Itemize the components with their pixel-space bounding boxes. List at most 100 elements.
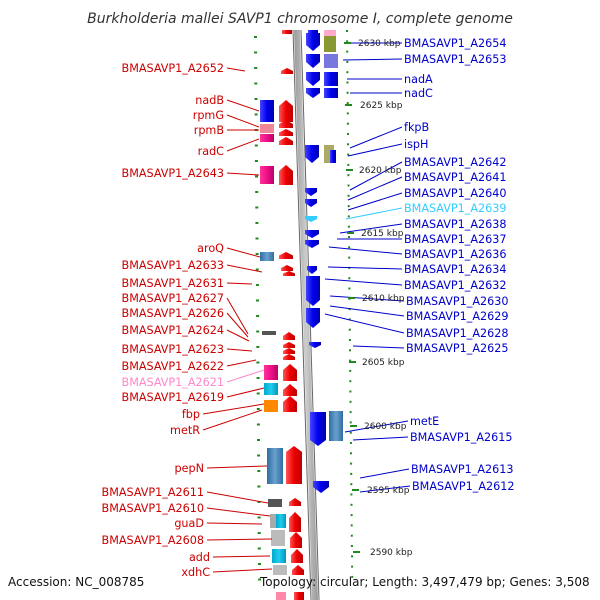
gene-label[interactable]: radC: [198, 145, 225, 158]
tick-dot: [256, 330, 260, 333]
kbp-tick: [349, 361, 356, 363]
gene-arrow-reverse: [290, 532, 302, 548]
kbp-tick: [345, 104, 352, 106]
gene-arrow-reverse: [283, 348, 295, 354]
map-title: Burkholderia mallei SAVP1 chromosome I, …: [87, 11, 513, 27]
gene-label[interactable]: aroQ: [197, 242, 224, 255]
tick-dot: [349, 421, 352, 424]
tick-dot: [255, 253, 259, 255]
gene-label[interactable]: BMASAVP1_A2611: [102, 486, 204, 499]
gene-label[interactable]: BMASAVP1_A2632: [404, 279, 506, 292]
gene-label[interactable]: BMASAVP1_A2625: [406, 342, 508, 355]
gene-label[interactable]: rpmG: [193, 109, 224, 122]
gene-label[interactable]: BMASAVP1_A2613: [411, 463, 513, 476]
gene-label[interactable]: ispH: [404, 138, 428, 151]
tick-dot: [347, 133, 349, 135]
gene-label[interactable]: xdhC: [181, 566, 210, 579]
leader-line: [226, 264, 263, 273]
gene-label[interactable]: guaD: [174, 517, 204, 530]
gene-box: [260, 100, 274, 122]
gene-box: [260, 166, 274, 184]
leader-line: [347, 192, 403, 211]
gene-label[interactable]: BMASAVP1_A2652: [122, 62, 224, 75]
gene-label[interactable]: BMASAVP1_A2608: [102, 534, 204, 547]
tick-dot: [349, 349, 351, 352]
gene-label[interactable]: BMASAVP1_A2653: [404, 53, 506, 66]
leader-line: [226, 387, 265, 398]
leader-line: [324, 313, 405, 334]
leader-line: [344, 420, 409, 433]
gene-label[interactable]: BMASAVP1_A2628: [406, 327, 508, 340]
leader-line: [206, 522, 263, 525]
gene-label[interactable]: BMASAVP1_A2610: [102, 502, 204, 515]
leader-line: [226, 312, 249, 338]
gene-label[interactable]: BMASAVP1_A2637: [404, 233, 506, 246]
gene-label[interactable]: BMASAVP1_A2634: [404, 263, 506, 276]
gene-arrow-reverse: [279, 165, 293, 185]
gene-label[interactable]: BMASAVP1_A2615: [410, 431, 512, 444]
gene-label[interactable]: BMASAVP1_A2638: [404, 218, 506, 231]
gene-label[interactable]: nadC: [404, 87, 433, 100]
gene-label[interactable]: BMASAVP1_A2640: [404, 187, 506, 200]
tick-dot: [256, 346, 260, 348]
kbp-label: 2595 kbp: [367, 486, 410, 496]
kbp-label: 2600 kbp: [364, 422, 407, 432]
gene-label[interactable]: BMASAVP1_A2619: [122, 391, 224, 404]
gene-label[interactable]: BMASAVP1_A2623: [122, 343, 224, 356]
leader-line: [226, 369, 265, 383]
tick-dot: [348, 318, 351, 321]
tick-dot: [350, 534, 353, 537]
gene-label[interactable]: metE: [410, 415, 439, 428]
gene-label[interactable]: BMASAVP1_A2621: [122, 376, 224, 389]
gene-box: [270, 514, 280, 528]
tick-dot: [347, 225, 350, 228]
gene-label[interactable]: BMASAVP1_A2654: [404, 37, 506, 50]
gene-arrow-forward: [306, 308, 320, 328]
gene-label[interactable]: rpmB: [194, 124, 224, 137]
tick-dot: [347, 163, 350, 166]
gene-label[interactable]: BMASAVP1_A2629: [406, 310, 508, 323]
gene-label[interactable]: BMASAVP1_A2627: [122, 292, 224, 305]
gene-label[interactable]: metR: [170, 424, 200, 437]
gene-arrow-forward: [306, 276, 320, 306]
gene-label[interactable]: BMASAVP1_A2630: [406, 295, 508, 308]
gene-label[interactable]: fbp: [182, 408, 200, 421]
gene-label[interactable]: BMASAVP1_A2642: [404, 156, 506, 169]
tick-dot: [256, 408, 260, 410]
gene-label[interactable]: BMASAVP1_A2641: [404, 171, 506, 184]
gene-label[interactable]: pepN: [175, 462, 204, 475]
gene-label[interactable]: BMASAVP1_A2624: [122, 324, 224, 337]
gene-box: [282, 30, 292, 34]
gene-arrow-forward: [306, 88, 320, 98]
gene-box: [308, 30, 318, 34]
gene-box: [330, 150, 336, 163]
gene-label[interactable]: BMASAVP1_A2612: [412, 480, 514, 493]
tick-dot: [256, 361, 260, 364]
leader-line: [342, 58, 403, 61]
gene-label[interactable]: BMASAVP1_A2631: [122, 277, 224, 290]
gene-label[interactable]: BMASAVP1_A2626: [122, 307, 224, 320]
gene-label[interactable]: BMASAVP1_A2643: [122, 167, 224, 180]
tick-dot: [348, 339, 351, 341]
gene-label[interactable]: fkpB: [404, 121, 429, 134]
gene-arrow-reverse: [289, 512, 301, 532]
gene-label[interactable]: BMASAVP1_A2636: [404, 248, 506, 261]
gene-label[interactable]: BMASAVP1_A2639: [404, 202, 506, 215]
kbp-tick: [346, 169, 353, 171]
tick-dot: [346, 60, 349, 63]
gene-label[interactable]: add: [189, 551, 210, 564]
gene-label[interactable]: BMASAVP1_A2622: [122, 360, 224, 373]
gene-arrow-reverse: [279, 120, 293, 128]
leader-line: [226, 99, 260, 112]
tick-dot: [257, 516, 261, 519]
tick-dot: [349, 390, 352, 393]
gene-label[interactable]: nadB: [195, 94, 224, 107]
tick-dot: [346, 71, 349, 74]
gene-arrow-forward: [306, 54, 320, 68]
kbp-label: 2615 kbp: [361, 229, 404, 239]
gene-arrow-forward: [306, 72, 320, 86]
tick-dot: [349, 431, 352, 434]
tick-dot: [349, 359, 352, 362]
gene-label[interactable]: nadA: [404, 73, 433, 86]
gene-label[interactable]: BMASAVP1_A2633: [122, 259, 224, 272]
